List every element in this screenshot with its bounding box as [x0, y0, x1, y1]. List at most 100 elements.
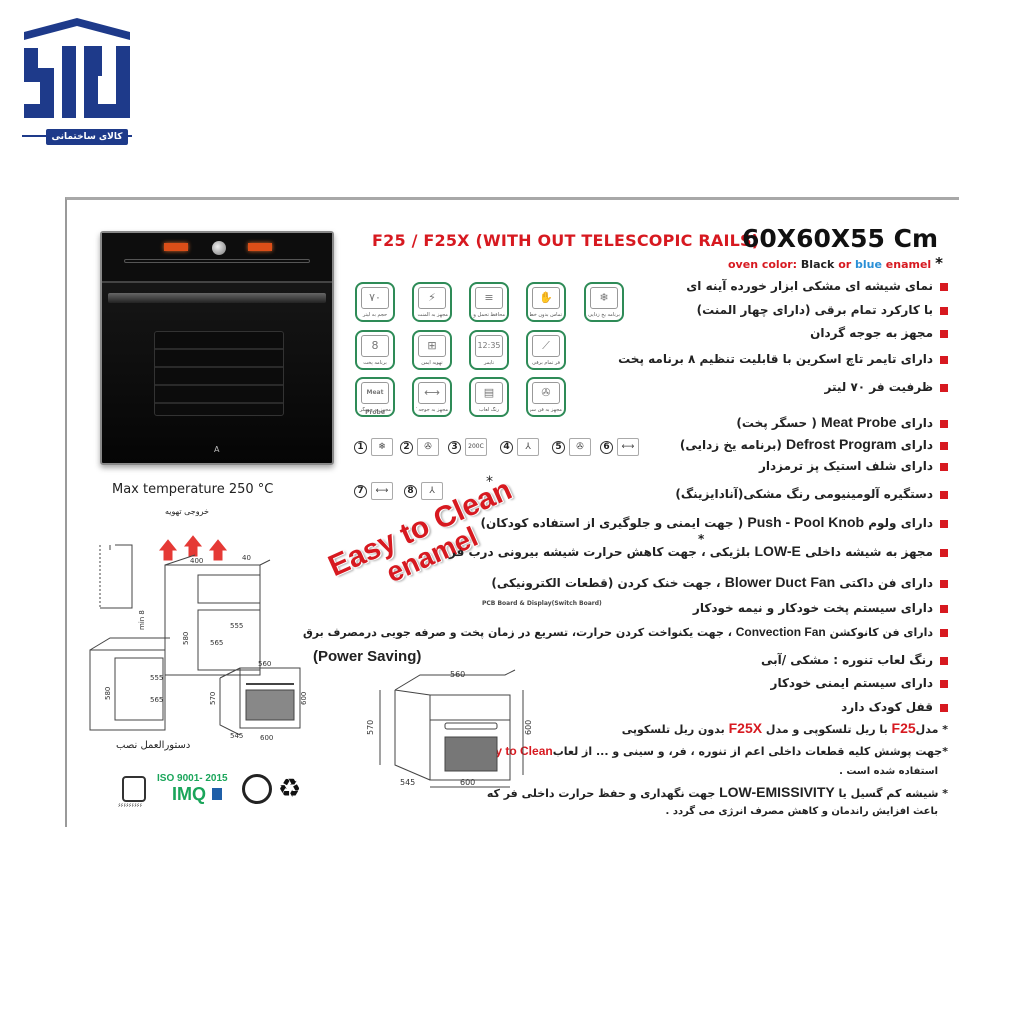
program-1: 1❄	[354, 438, 393, 456]
oven-window	[154, 331, 284, 416]
oven-photo: A	[100, 231, 334, 465]
feature-icon-defrost: ❄برنامه یخ زدایی	[584, 282, 624, 322]
program-7: 7⟷	[354, 482, 393, 500]
feature-icon-fan: ✇مجهز به فن سرکولاسیون	[526, 377, 566, 417]
note-low-emissivity: * شیشه کم گسیل یا LOW-EMISSIVITY جهت نگه…	[486, 784, 948, 800]
program-4: 4⅄	[500, 438, 539, 456]
oven-dimension-diagram: 560 570 600 545 600	[366, 669, 533, 788]
svg-text:545: 545	[400, 778, 415, 787]
feature-icon-electric: ⟋فر تمام برقی	[526, 330, 566, 370]
svg-text:545: 545	[230, 732, 243, 740]
building-logo-icon	[24, 18, 130, 118]
feature-item: ظرفیت فر ۷۰ لیتر	[824, 380, 948, 394]
svg-text:560: 560	[450, 670, 465, 679]
svg-text:560: 560	[258, 660, 271, 668]
installation-diagram: 400 40 min 8 580 555 565 580 555 565 570…	[89, 535, 308, 740]
brand-text: کالای ساختمانی	[46, 129, 128, 145]
feature-item: دارای فن داکتی Blower Duct Fan ، جهت خنک…	[491, 574, 948, 590]
spec-sheet-frame	[65, 197, 959, 827]
oven-brand-icon: A	[214, 445, 220, 454]
feature-item: دستگیره آلومینیومی رنگ مشکی(آنادایزینگ)	[675, 487, 948, 501]
standard-mark-icon	[122, 776, 146, 802]
brand-logo[interactable]: کالای ساختمانی	[22, 18, 132, 145]
programs-asterisk: *	[486, 474, 493, 490]
color-blue: blue	[855, 258, 882, 271]
svg-text:565: 565	[150, 696, 163, 704]
color-black: Black	[800, 258, 835, 271]
standard-code: ۶۶۶۶۶۶۶۶۶	[118, 803, 143, 809]
feature-item: دارای شلف استیک پز ترمزدار	[759, 459, 948, 473]
imq-label: IMQ	[172, 784, 206, 804]
svg-text:600: 600	[300, 692, 308, 705]
program-8: 8⅄	[404, 482, 443, 500]
recycle-icon: ♻	[278, 774, 302, 804]
low-e-asterisk: *	[698, 532, 705, 546]
control-panel	[102, 233, 332, 283]
svg-text:555: 555	[150, 674, 163, 682]
feature-item: رنگ لعاب تنوره : مشکی /آبی	[761, 653, 948, 667]
color-prefix: oven color:	[728, 258, 798, 271]
feature-item: دارای سیستم ایمنی خودکار	[771, 676, 948, 690]
svg-text:555: 555	[230, 622, 243, 630]
note-enamel: *جهت پوشش کلیه قطعات داخلی اعم از تنوره …	[474, 744, 948, 758]
program-6: 6⟷	[600, 438, 639, 456]
feature-item: مجهز به جوجه گردان	[810, 326, 948, 340]
iso-label: ISO 9001- 2015	[157, 773, 228, 784]
csq-badge-icon	[212, 788, 222, 800]
svg-text:565: 565	[210, 639, 223, 647]
feature-item: نمای شیشه ای مشکی ابزار خورده آینه ای	[686, 279, 948, 293]
feature-item: دارای Meat Probe ( حسگر پخت)	[736, 414, 948, 430]
note-enamel-cont: استفاده شده است .	[839, 766, 938, 777]
note-models: * مدلF25 با ریل تلسکوپی و مدل F25X بدون …	[621, 720, 948, 736]
feature-icon-ventilation: ⊞تهویه ایمن	[412, 330, 452, 370]
asterisk: *	[935, 254, 943, 272]
note-low-emissivity-cont: باعث افزایش راندمان و کاهش مصرف انرژی می…	[665, 806, 938, 817]
feature-item: دارای تایمر تاچ اسکرین با قابلیت تنظیم ۸…	[618, 352, 948, 366]
fan-bottom-icon: ✇	[569, 438, 591, 456]
color-or: or	[838, 258, 852, 271]
svg-text:600: 600	[460, 778, 475, 787]
grill-fan-icon: ⅄	[517, 438, 539, 456]
power-saving: (Power Saving)	[313, 648, 422, 665]
program-5: 5✇	[552, 438, 591, 456]
display-left	[164, 243, 188, 251]
max-temperature: Max temperature 250 °C	[112, 482, 274, 497]
svg-text:570: 570	[366, 720, 375, 735]
door-handle	[108, 293, 326, 303]
svg-text:40: 40	[242, 554, 251, 562]
svg-text:580: 580	[182, 632, 190, 645]
feature-icon-shelf: ≡محافظ تحمل وزن	[469, 282, 509, 322]
feature-icon-touch: ✋تماس بدون خطر	[526, 282, 566, 322]
svg-text:400: 400	[190, 557, 203, 565]
grill-icon: ⟷	[371, 482, 393, 500]
fan-icon: ✇	[417, 438, 439, 456]
temp-icon: 200C	[465, 438, 487, 456]
pcb-note: PCB Board & Display(Switch Board)	[482, 600, 602, 607]
feature-item: قفل کودک دارد	[841, 700, 948, 714]
svg-text:600: 600	[260, 734, 273, 740]
oven-color-line: oven color: Black or blue enamel *	[728, 254, 943, 272]
snowflake-icon: ❄	[371, 438, 393, 456]
grill-icon: ⟷	[617, 438, 639, 456]
touch-strip	[124, 259, 310, 263]
certification-seal-icon	[242, 774, 272, 804]
color-enamel: enamel	[885, 258, 932, 271]
feature-item: دارای سیستم پخت خودکار و نیمه خودکار	[693, 601, 948, 615]
feature-item: دارای Defrost Program (برنامه یخ زدایی)	[680, 436, 948, 452]
feature-item: با کارکرد تمام برقی (دارای چهار المنت)	[697, 303, 948, 317]
model-title: F25 / F25X (WITH OUT TELESCOPIC RAILS)	[372, 231, 760, 250]
feature-icon-rotisserie: ⟷مجهز به جوجه گردان	[412, 377, 452, 417]
svg-text:570: 570	[209, 692, 217, 705]
feature-icon-element: ⚡مجهز به المنت برقی	[412, 282, 452, 322]
program-2: 2✇	[400, 438, 439, 456]
svg-text:min 8: min 8	[138, 610, 146, 630]
grill-fan-icon: ⅄	[421, 482, 443, 500]
svg-text:580: 580	[104, 687, 112, 700]
svg-text:600: 600	[524, 720, 533, 735]
vent-label: خروجی تهویه	[165, 507, 209, 516]
